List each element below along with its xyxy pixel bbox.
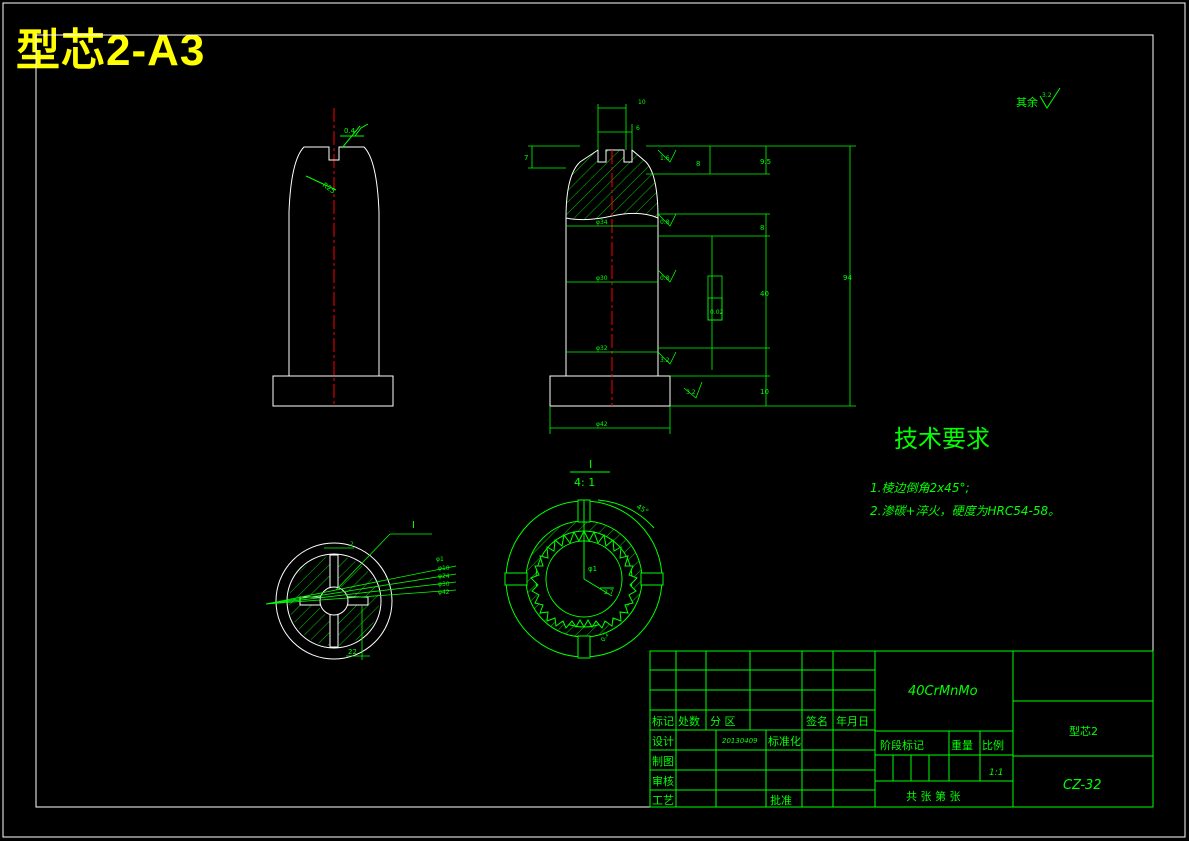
tb-label-count: 处数: [678, 715, 700, 728]
section-dimensions: [528, 104, 856, 434]
dim-tolerance: 0.02: [710, 309, 724, 316]
dim-9-5: 9.5: [760, 158, 771, 166]
tb-label-design: 设计: [652, 735, 674, 748]
tech-req-heading: 技术要求: [894, 425, 990, 453]
dim-7: 7: [524, 154, 528, 162]
dim-top-diameter: 6: [636, 125, 640, 132]
dim-phi34: φ34: [596, 219, 608, 226]
tb-label-sheets: 共 张 第 张: [906, 789, 961, 803]
detail-name: I: [589, 458, 592, 471]
roughness-e: 3.2: [686, 389, 696, 396]
tb-label-mark: 标记: [652, 714, 674, 728]
dim-8b: 8: [760, 224, 764, 232]
tb-scale-value: 1:1: [989, 768, 1003, 778]
dim-phi30b: φ30: [438, 581, 450, 588]
bottom-view-dims: [265, 533, 457, 660]
tb-label-check: 审核: [652, 774, 674, 788]
title-block: [649, 650, 1154, 808]
dim-8a: 8: [696, 160, 700, 168]
tb-label-date: 年月日: [836, 714, 869, 728]
tb-label-process: 工艺: [652, 794, 674, 807]
drawing-title: 型芯2-A3: [16, 26, 206, 75]
dim-slot-width: 10: [638, 99, 646, 106]
tb-label-stage: 阶段标记: [880, 738, 924, 752]
tb-date-value: 20130409: [722, 737, 758, 745]
dim-phi1b: φ1: [588, 565, 597, 573]
dim-phi42: φ42: [438, 589, 450, 596]
tb-label-draw: 制图: [652, 755, 674, 768]
tb-label-scale: 比例: [982, 738, 1004, 752]
dim-phi1: φ1: [436, 556, 444, 563]
tb-label-weight: 重量: [951, 738, 973, 752]
front-roughness-label: 0.4: [344, 127, 356, 135]
dim-bottom-diameter: φ42: [596, 421, 608, 428]
tb-material: 40CrMnMo: [908, 684, 978, 699]
tech-req-item-2: 2.渗碳+淬火，硬度为HRC54-58。: [870, 504, 1060, 518]
bottom-view: [275, 542, 393, 660]
detail-callout: I: [412, 520, 415, 531]
tb-drawing-no: CZ-32: [1063, 778, 1102, 793]
roughness-symbol: [1039, 87, 1061, 109]
front-view: [272, 108, 394, 407]
tb-label-standardize: 标准化: [768, 734, 801, 748]
dim-22: 22: [348, 648, 357, 656]
tb-part-name: 型芯2: [1069, 724, 1098, 738]
detail-scale: 4: 1: [574, 476, 595, 489]
dim-phi24: φ24: [438, 573, 450, 580]
dim-2-7: 2.7: [604, 589, 614, 596]
detail-view: [504, 499, 664, 659]
tb-label-zone: 分 区: [710, 715, 736, 728]
inner-frame: [35, 34, 1154, 808]
dim-angle: 45°: [635, 503, 650, 516]
dim-phi32: φ32: [596, 345, 608, 352]
roughness-general: 3.2: [1042, 92, 1052, 99]
roughness-a: 1.6: [660, 155, 670, 162]
roughness-note: 其余: [1016, 95, 1038, 109]
tech-req-item-1: 1.棱边倒角2x45°;: [870, 481, 970, 495]
dim-40: 40: [760, 290, 769, 298]
dim-0-2: 0.2: [600, 631, 611, 643]
section-view: [549, 148, 671, 407]
roughness-d: 3.2: [660, 357, 670, 364]
dim-2: 2: [350, 541, 354, 548]
tb-label-approve: 批准: [770, 793, 792, 807]
tb-label-signature: 签名: [806, 714, 828, 728]
dim-10: 10: [760, 388, 769, 396]
roughness-b: 0.8: [660, 219, 670, 226]
dim-phi10: φ10: [438, 565, 450, 572]
dim-phi30: φ30: [596, 275, 608, 282]
dim-94: 94: [843, 274, 852, 282]
roughness-c: 0.8: [660, 275, 670, 282]
